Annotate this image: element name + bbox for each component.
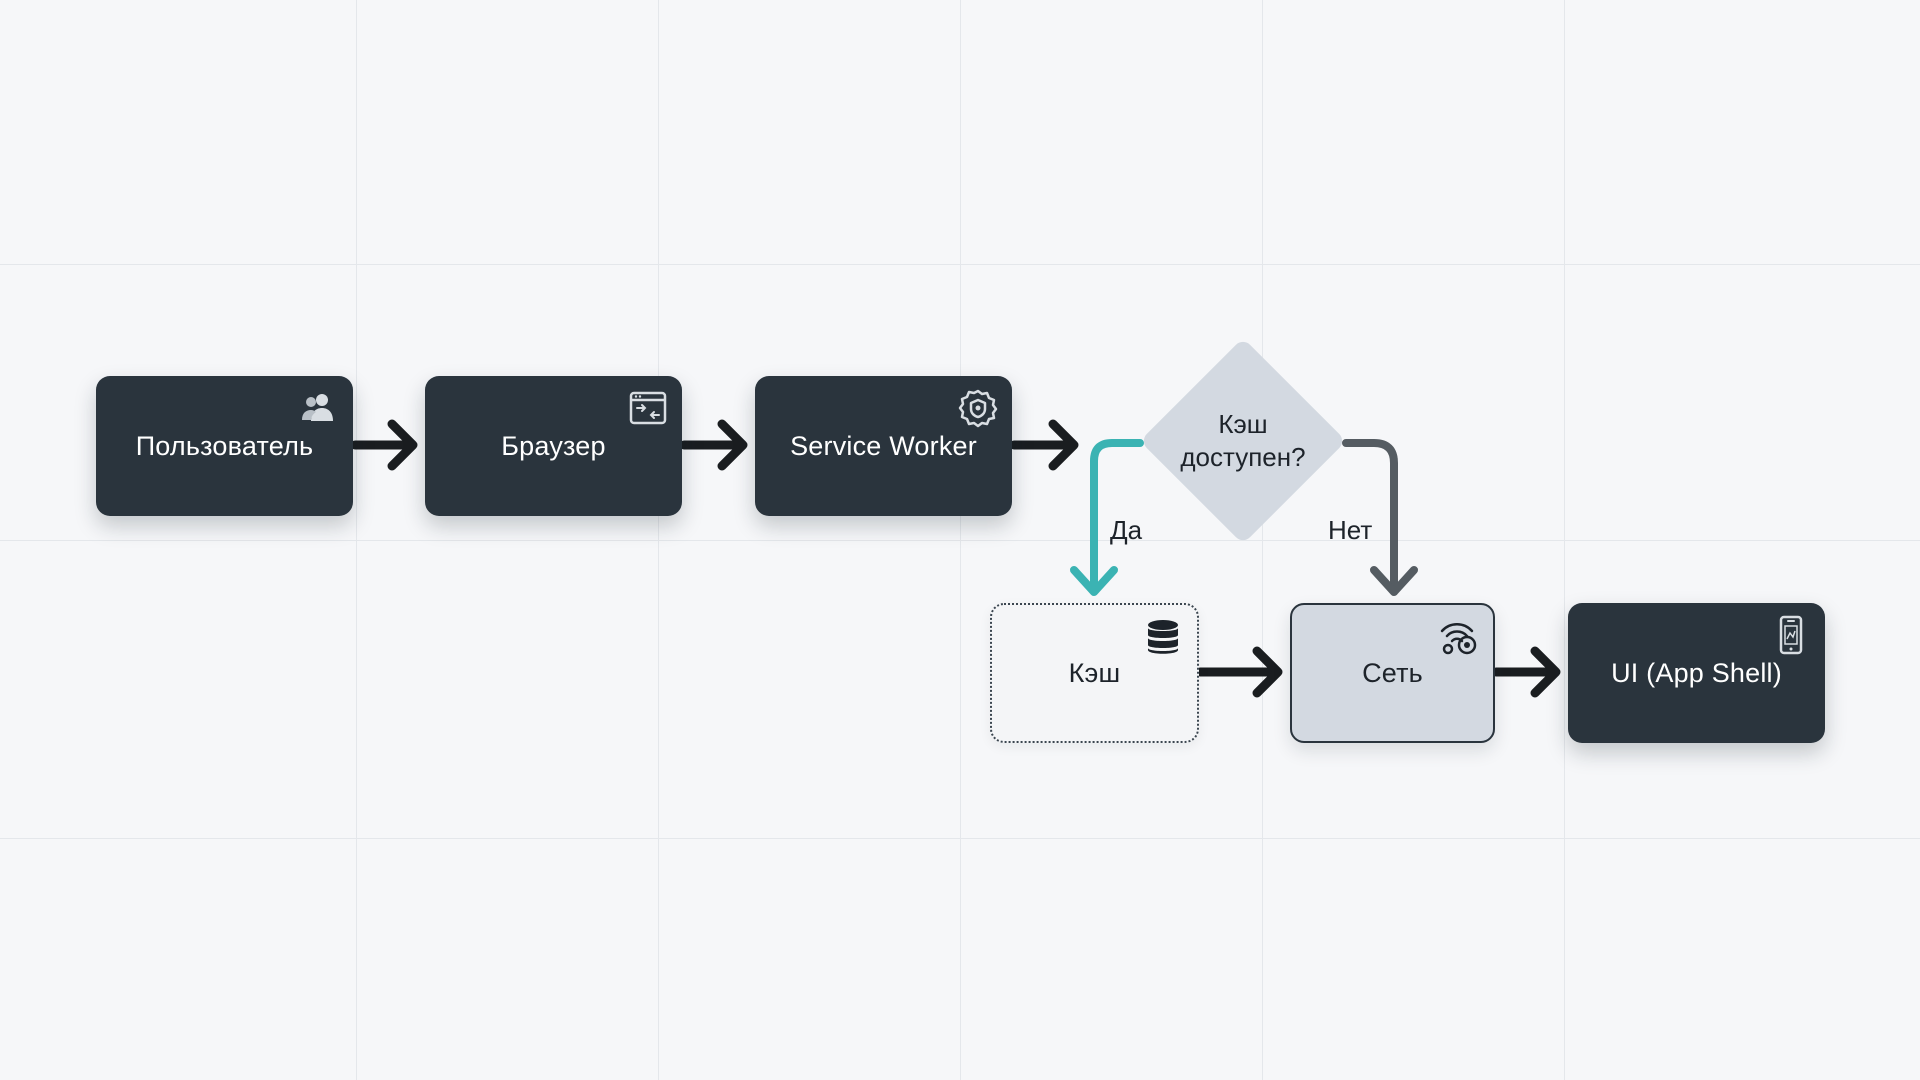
arrow-network-to-ui: [1491, 646, 1561, 698]
node-ui-label: UI (App Shell): [1611, 657, 1782, 688]
node-service-worker-label: Service Worker: [790, 430, 977, 461]
wifi-network-icon: [1439, 617, 1479, 657]
node-cache[interactable]: Кэш: [990, 603, 1199, 743]
node-service-worker[interactable]: Service Worker: [755, 376, 1012, 516]
arrow-browser-to-service-worker: [679, 419, 748, 471]
node-network-label: Сеть: [1362, 657, 1423, 688]
node-browser-label: Браузер: [501, 430, 606, 461]
decision-label-line2: доступен?: [1180, 442, 1306, 472]
shield-gear-icon: [958, 388, 998, 428]
node-user-label: Пользователь: [135, 430, 314, 461]
decision-label: Кэш доступен?: [1140, 338, 1346, 544]
node-network[interactable]: Сеть: [1290, 603, 1495, 743]
node-browser[interactable]: Браузер: [425, 376, 682, 516]
node-user[interactable]: Пользователь: [96, 376, 353, 516]
database-icon: [1143, 617, 1183, 657]
grid-line: [0, 264, 1920, 265]
grid-line: [0, 838, 1920, 839]
arrow-service-worker-to-decision: [1009, 419, 1079, 471]
arrow-user-to-browser: [350, 419, 418, 471]
node-ui-app-shell[interactable]: UI (App Shell): [1568, 603, 1825, 743]
browser-window-icon: [628, 388, 668, 428]
edge-label-no: Нет: [1328, 515, 1373, 545]
decision-label-line1: Кэш: [1218, 409, 1268, 439]
mobile-phone-icon: [1771, 615, 1811, 655]
decision-diamond[interactable]: Кэш доступен?: [1139, 337, 1347, 545]
arrow-cache-to-network: [1195, 646, 1283, 698]
grid-line: [0, 540, 1920, 541]
edge-label-yes: Да: [1110, 515, 1143, 545]
users-icon: [299, 388, 339, 428]
node-cache-label: Кэш: [1068, 657, 1121, 688]
